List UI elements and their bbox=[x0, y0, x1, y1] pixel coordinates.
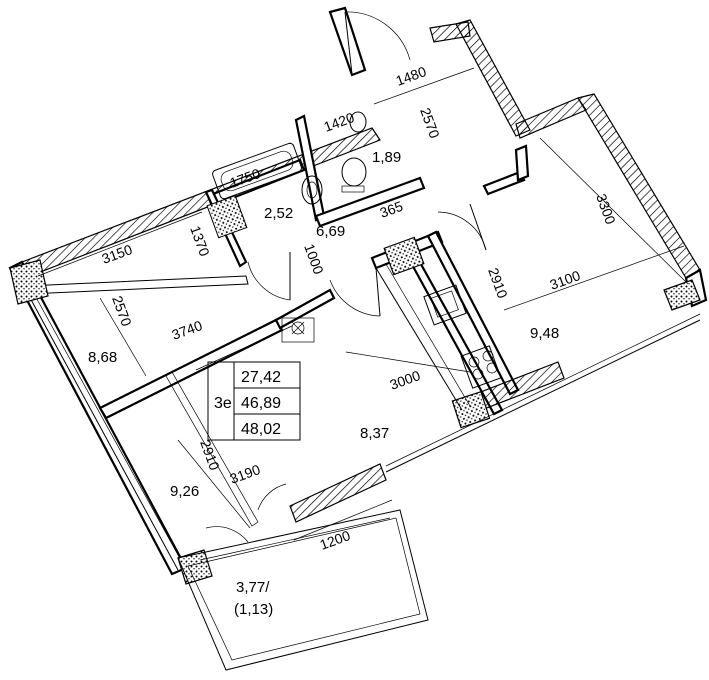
dim-3000: 3000 bbox=[388, 367, 423, 393]
dim-3740: 3740 bbox=[170, 317, 205, 343]
dim-2910-right: 2910 bbox=[485, 266, 511, 301]
bathroom-area: 2,52 bbox=[264, 205, 293, 222]
doors bbox=[205, 11, 487, 543]
dim-1200: 1200 bbox=[318, 527, 353, 553]
balcony-reduced-area: (1,13) bbox=[234, 601, 273, 618]
interior-walls bbox=[9, 114, 701, 671]
sink-icon bbox=[301, 175, 323, 205]
kitchen-sink-icon bbox=[423, 284, 467, 326]
stove-icon bbox=[460, 345, 502, 389]
kitchen-area: 9,48 bbox=[530, 325, 559, 342]
room-areas: 8,68 9,26 8,37 9,48 6,69 2,52 1,89 3,77/… bbox=[88, 149, 559, 618]
living-room-area: 8,68 bbox=[88, 349, 117, 366]
dim-2570-left: 2570 bbox=[109, 294, 135, 329]
dim-3190: 3190 bbox=[228, 461, 263, 487]
total-area-value: 46,89 bbox=[241, 395, 281, 412]
dimension-lines bbox=[37, 67, 689, 541]
dim-2570-top: 2570 bbox=[417, 106, 443, 141]
dim-2910-left: 2910 bbox=[197, 438, 223, 473]
dim-1370: 1370 bbox=[187, 224, 213, 259]
dim-1420: 1420 bbox=[322, 109, 357, 135]
kitchen-living-area: 8,37 bbox=[360, 425, 389, 442]
dim-3100: 3100 bbox=[548, 267, 583, 293]
total-area-with-balcony-value: 48,02 bbox=[241, 421, 281, 438]
area-summary-table: 3е 27,42 46,89 48,02 bbox=[207, 361, 301, 441]
dim-1000: 1000 bbox=[301, 242, 327, 277]
dim-1480: 1480 bbox=[394, 63, 429, 89]
wc-area: 1,89 bbox=[372, 149, 401, 166]
bedroom-area: 9,26 bbox=[170, 483, 199, 500]
apartment-type-label: 3е bbox=[214, 395, 232, 412]
hall-area: 6,69 bbox=[316, 223, 345, 240]
dim-3300: 3300 bbox=[593, 192, 619, 227]
living-area-value: 27,42 bbox=[241, 369, 281, 386]
kitchen-counter bbox=[383, 236, 425, 276]
bathtub-icon bbox=[212, 142, 302, 200]
balcony-area: 3,77/ bbox=[236, 579, 270, 596]
toilet-icon bbox=[341, 111, 367, 193]
dim-365: 365 bbox=[378, 198, 406, 221]
ventilation-icon bbox=[281, 317, 315, 343]
